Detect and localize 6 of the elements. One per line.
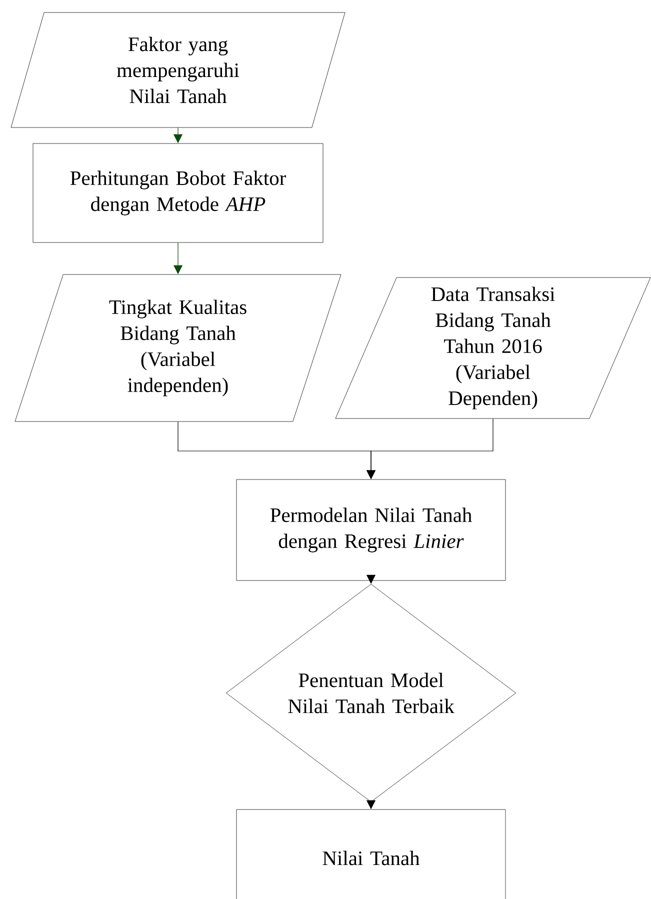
process-box: Permodelan Nilai Tanah dengan Regresi Linier bbox=[236, 479, 506, 581]
data-parallelogram: Tingkat Kualitas Bidang Tanah (Variabel independen) bbox=[14, 274, 342, 422]
process-box: Nilai Tanah bbox=[236, 809, 506, 899]
process-box: Perhitungan Bobot Faktor dengan Metode AHP bbox=[32, 143, 324, 243]
data-parallelogram: Data Transaksi Bidang Tanah Tahun 2016 (Variabel Dependen) bbox=[335, 277, 651, 419]
data-parallelogram: Faktor yang mempengaruhi Nilai Tanah bbox=[10, 12, 346, 128]
